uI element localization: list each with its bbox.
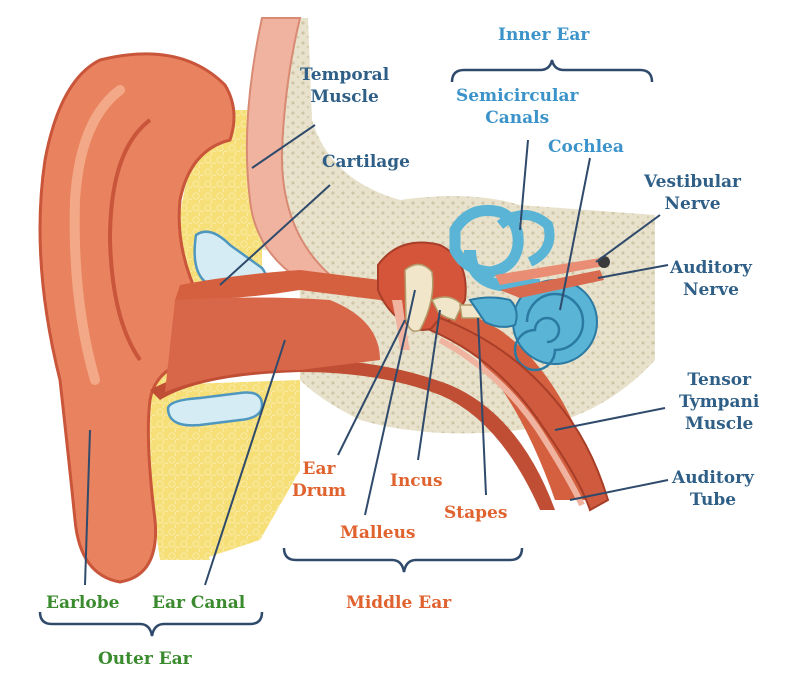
incus-label: Incus bbox=[390, 471, 443, 491]
outer-ear-label: Outer Ear bbox=[98, 649, 192, 669]
nerve-end bbox=[598, 256, 610, 268]
malleus-shape bbox=[404, 263, 434, 332]
cochlea-label: Cochlea bbox=[548, 137, 624, 157]
cartilage-label: Cartilage bbox=[322, 152, 410, 172]
ear-canal-floor bbox=[150, 359, 555, 510]
middle-ear-label: Middle Ear bbox=[346, 593, 452, 613]
ear-canal-shape bbox=[175, 270, 600, 500]
middle-ear-bracket bbox=[282, 547, 524, 573]
incus-shape bbox=[430, 296, 463, 321]
pinna-fold bbox=[107, 118, 152, 362]
group-brackets bbox=[38, 59, 654, 637]
vestibular-nerve-shape bbox=[495, 258, 604, 285]
cartilage-lower bbox=[166, 391, 264, 427]
pinna-helix-highlight bbox=[69, 85, 125, 385]
inner-ear-shape bbox=[449, 205, 598, 372]
inner-ear-label: Inner Ear bbox=[498, 25, 590, 45]
earlobe-label: Earlobe bbox=[46, 593, 120, 613]
stapes-label: Stapes bbox=[444, 503, 508, 523]
auditory-tube-shape bbox=[428, 316, 610, 512]
ear-canal-body bbox=[165, 297, 380, 392]
tensor-tympani-shape bbox=[438, 337, 585, 507]
outer-ear-bracket bbox=[38, 611, 264, 637]
inner-ear-bracket bbox=[450, 59, 654, 83]
ear-canal-label: Ear Canal bbox=[152, 593, 246, 613]
fat-tissue bbox=[140, 110, 262, 560]
ear-drum-shape bbox=[392, 300, 410, 350]
malleus-label: Malleus bbox=[340, 523, 416, 543]
pointer-lines bbox=[84, 124, 669, 586]
auditory-nerve-shape bbox=[500, 270, 604, 298]
